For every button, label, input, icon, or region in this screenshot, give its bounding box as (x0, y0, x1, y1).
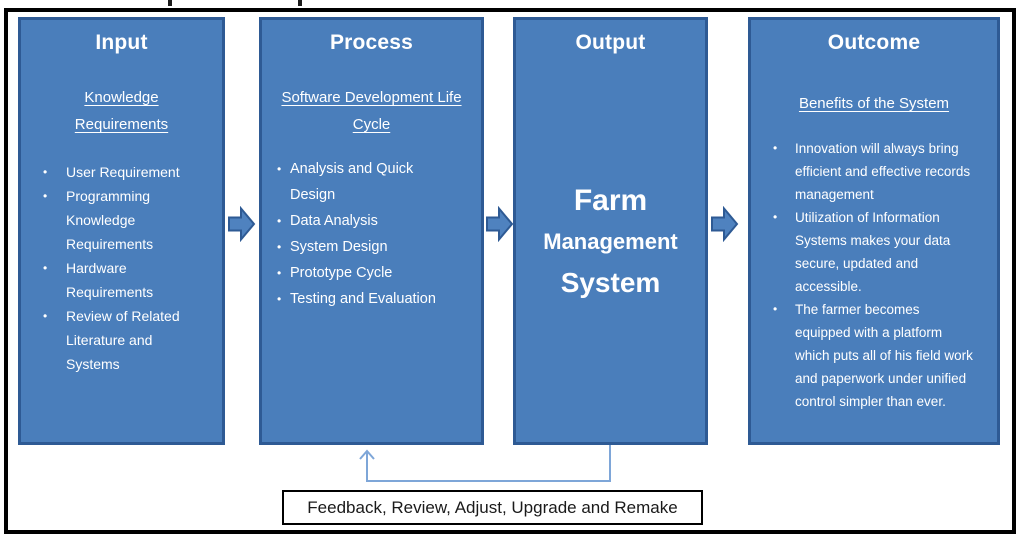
list-item-text: Utilization of Information Systems makes… (795, 210, 951, 294)
cropped-text-artifact (298, 0, 302, 6)
bullet-marker: • (773, 302, 778, 316)
list-item: • Innovation will always bring efficient… (773, 137, 973, 206)
bullet-marker: • (277, 214, 282, 228)
bullet-marker: • (773, 141, 778, 155)
list-item: • User Requirement (43, 160, 198, 184)
bullet-marker: • (43, 309, 48, 323)
bullet-marker: • (773, 210, 778, 224)
process-bullet-list: • Analysis and Quick Design • Data Analy… (277, 156, 450, 312)
feedback-label: Feedback, Review, Adjust, Upgrade and Re… (307, 497, 678, 517)
list-item-text: Prototype Cycle (290, 265, 393, 281)
bullet-marker: • (43, 165, 48, 179)
right-arrow-icon (711, 206, 739, 242)
list-item-text: User Requirement (66, 164, 180, 180)
list-item: • Prototype Cycle (277, 260, 450, 286)
feedback-loop-arrow (359, 445, 611, 482)
output-system-name: Farm Management System (516, 180, 705, 304)
list-item: • Testing and Evaluation (277, 286, 450, 312)
list-item-text: System Design (290, 239, 388, 255)
list-item: • Review of Related Literature and Syste… (43, 304, 198, 376)
feedback-label-box: Feedback, Review, Adjust, Upgrade and Re… (282, 490, 703, 525)
bullet-marker: • (43, 261, 48, 275)
input-box: Input Knowledge Requirements • User Requ… (18, 17, 225, 445)
list-item: • System Design (277, 234, 450, 260)
bullet-marker: • (277, 162, 282, 176)
right-arrow-icon (228, 206, 256, 242)
list-item-text: Programming Knowledge Requirements (66, 188, 154, 252)
list-item-text: Review of Related Literature and Systems (66, 308, 180, 372)
list-item-text: Data Analysis (290, 213, 378, 229)
list-item-text: The farmer becomes equipped with a platf… (795, 302, 973, 409)
list-item-text: Hardware Requirements (66, 260, 154, 300)
output-system-name-line: System (560, 267, 661, 298)
list-item: • Programming Knowledge Requirements (43, 184, 198, 256)
outcome-title: Outcome (827, 31, 921, 54)
output-system-name-line: Management (543, 229, 678, 254)
bullet-marker: • (43, 189, 48, 203)
output-box: Output Farm Management System (513, 17, 708, 445)
outer-frame (4, 8, 1016, 534)
bullet-marker: • (277, 240, 282, 254)
bullet-marker: • (277, 266, 282, 280)
process-box: Process Software Development Life Cycle … (259, 17, 484, 445)
process-subtitle: Software Development Life Cycle (281, 89, 462, 133)
input-subtitle: Knowledge Requirements (74, 89, 169, 133)
outcome-box: Outcome Benefits of the System • Innovat… (748, 17, 1000, 445)
input-bullet-list: • User Requirement • Programming Knowled… (43, 160, 198, 376)
process-title: Process (329, 31, 414, 54)
list-item: • Analysis and Quick Design (277, 156, 450, 208)
list-item: • Hardware Requirements (43, 256, 198, 304)
outcome-bullet-list: • Innovation will always bring efficient… (773, 137, 973, 413)
list-item-text: Innovation will always bring efficient a… (795, 141, 971, 202)
list-item-text: Analysis and Quick Design (290, 161, 414, 203)
output-title: Output (575, 31, 646, 54)
list-item: • The farmer becomes equipped with a pla… (773, 298, 973, 413)
list-item: • Data Analysis (277, 208, 450, 234)
output-system-name-line: Farm (573, 184, 648, 217)
input-title: Input (95, 31, 148, 54)
list-item-text: Testing and Evaluation (290, 291, 436, 307)
right-arrow-icon (486, 206, 514, 242)
cropped-text-artifact (168, 0, 172, 6)
outcome-subtitle: Benefits of the System (798, 95, 950, 112)
bullet-marker: • (277, 292, 282, 306)
list-item: • Utilization of Information Systems mak… (773, 206, 973, 298)
